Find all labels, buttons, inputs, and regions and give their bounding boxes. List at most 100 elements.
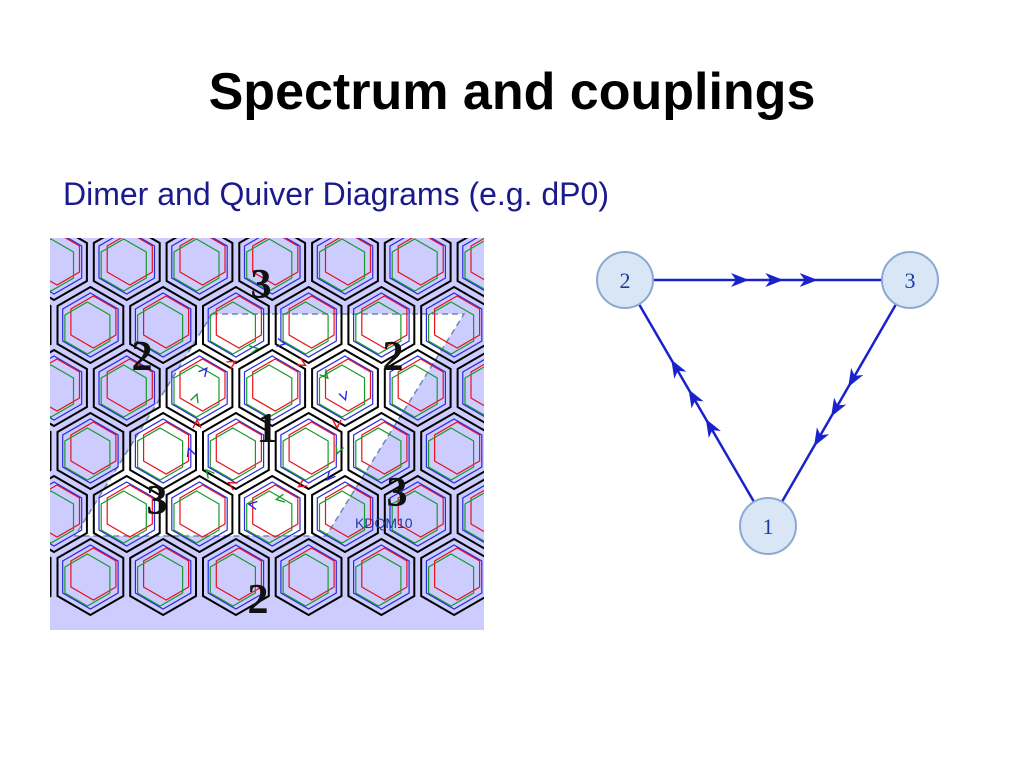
dimer-zigzag-blue bbox=[171, 238, 228, 295]
dimer-zigzag-blue bbox=[425, 544, 483, 610]
dimer-arrowhead bbox=[248, 345, 260, 355]
dimer-zigzag-blue bbox=[207, 292, 265, 358]
dimer-hexagon bbox=[50, 348, 88, 428]
quiver-edge bbox=[637, 303, 756, 503]
dimer-edges bbox=[50, 238, 484, 617]
dimer-hexagon bbox=[92, 474, 161, 554]
dimer-zigzag-green bbox=[246, 490, 293, 544]
dimer-hexagon bbox=[238, 238, 307, 302]
dimer-arrowhead bbox=[189, 392, 199, 404]
dimer-zigzag-blue bbox=[389, 238, 446, 295]
dimer-zigzag-green bbox=[318, 364, 366, 418]
dimer-arrowhead bbox=[247, 500, 258, 510]
dimer-zigzag-red bbox=[179, 484, 226, 538]
dimer-zigzag-green bbox=[355, 301, 402, 355]
dimer-hexagon bbox=[420, 537, 484, 617]
dimer-hexagon bbox=[56, 285, 125, 365]
quiver-arrowhead bbox=[848, 368, 864, 388]
dimer-hexagon bbox=[202, 411, 270, 491]
dimer-hexagon bbox=[383, 348, 452, 428]
dimer-zigzag-green bbox=[136, 301, 184, 355]
dimer-zigzag-green bbox=[246, 238, 293, 292]
dimer-zigzag-blue bbox=[353, 418, 410, 484]
dimer-zigzag-blue bbox=[171, 355, 228, 421]
dimer-zigzag-red bbox=[324, 484, 372, 538]
dimer-zigzag-blue bbox=[134, 418, 192, 484]
dimer-zigzag-blue bbox=[353, 292, 410, 358]
dimer-zigzag-blue bbox=[280, 418, 337, 484]
dimer-zigzag-green bbox=[64, 553, 111, 607]
slide-title: Spectrum and couplings bbox=[208, 63, 816, 121]
dimer-hexagon bbox=[56, 411, 125, 491]
quiver-arrowhead bbox=[799, 273, 818, 287]
dimer-zigzag-blue bbox=[62, 544, 119, 610]
quiver-edge bbox=[780, 303, 898, 503]
dimer-hexagon bbox=[50, 238, 88, 302]
dimer-arrowhead bbox=[226, 360, 237, 370]
dimer-zigzag-red bbox=[142, 295, 190, 349]
dimer-zigzag-red bbox=[252, 238, 299, 286]
dimer-arrowhead bbox=[332, 419, 342, 430]
dimer-zigzag-green bbox=[100, 364, 147, 418]
dimer-zigzag-red bbox=[142, 547, 190, 601]
dimer-hexagon bbox=[50, 556, 52, 598]
dimer-zigzag-blue bbox=[134, 292, 192, 358]
dimer-zigzag-red bbox=[252, 484, 299, 538]
face-label: 3 bbox=[387, 470, 408, 516]
dimer-zigzag-red bbox=[397, 238, 444, 286]
dimer-zigzag-green bbox=[173, 238, 220, 292]
dimer-zigzag-red bbox=[215, 421, 262, 475]
dimer-hexagon bbox=[274, 285, 343, 365]
dimer-zigzag-blue bbox=[243, 355, 301, 421]
dimer-zigzag-red bbox=[50, 484, 81, 538]
dimer-zigzag-red bbox=[215, 547, 262, 601]
dimer-zigzag-blue bbox=[50, 238, 83, 295]
quiver-diagram: 2 3 1 bbox=[580, 238, 960, 568]
dimer-zigzag-green bbox=[282, 301, 329, 355]
dimer-zigzag-blue bbox=[243, 481, 301, 547]
quiver-arrowhead bbox=[731, 273, 749, 287]
dimer-zigzag-red bbox=[288, 295, 335, 349]
dimer-zigzag-blue bbox=[134, 544, 192, 610]
dimer-hexagon bbox=[129, 411, 197, 491]
dimer-zigzag-green bbox=[136, 427, 184, 481]
dimer-zigzag-red bbox=[50, 238, 81, 286]
dimer-hexagon bbox=[129, 285, 197, 365]
dimer-zigzag-green bbox=[318, 490, 366, 544]
dimer-zigzag-red bbox=[70, 421, 117, 475]
face-labels: 3 2 2 1 3 3 2 bbox=[132, 262, 408, 623]
dimer-zigzag-red bbox=[361, 295, 408, 349]
dimer-zigzag-red bbox=[361, 547, 408, 601]
dimer-zigzag-blue bbox=[98, 238, 156, 295]
dimer-zigzag-blue bbox=[171, 481, 228, 547]
quiver-edges bbox=[637, 273, 898, 503]
dimer-hexagon bbox=[274, 411, 343, 491]
dimer-zigzag-blue bbox=[280, 544, 337, 610]
dimer-hexagon bbox=[274, 537, 343, 617]
dimer-zigzag-red bbox=[179, 238, 226, 286]
dimer-arrows bbox=[186, 338, 348, 510]
dimer-zigzag-green bbox=[355, 427, 402, 481]
dimer-hexagon bbox=[383, 238, 452, 302]
dimer-zigzag-blue bbox=[425, 418, 483, 484]
node-label: 1 bbox=[763, 514, 774, 539]
quiver-node-3: 3 bbox=[881, 251, 939, 309]
dimer-zigzag-green bbox=[428, 301, 475, 355]
quiver-arrowhead bbox=[831, 397, 847, 417]
dimer-zigzag-red bbox=[470, 238, 484, 281]
dimer-hexagon bbox=[129, 537, 197, 617]
dimer-zigzag-blue bbox=[389, 355, 446, 421]
dimer-zigzag-green bbox=[391, 364, 438, 418]
dimer-arrowhead bbox=[198, 367, 208, 378]
dimer-zigzag-blue bbox=[50, 481, 83, 547]
dimer-zigzag-green bbox=[136, 553, 184, 607]
dimer-arrowhead bbox=[274, 493, 286, 503]
dimer-zigzag-blue bbox=[207, 544, 265, 610]
dimer-zigzag-green bbox=[50, 490, 75, 544]
dimer-zigzag-green bbox=[209, 427, 256, 481]
quiver-arrowhead bbox=[765, 273, 784, 287]
dimer-zigzag-green bbox=[391, 238, 438, 292]
dimer-zigzag-red bbox=[361, 421, 408, 475]
dimer-hexagon bbox=[311, 474, 379, 554]
dimer-hexagon bbox=[50, 474, 88, 554]
